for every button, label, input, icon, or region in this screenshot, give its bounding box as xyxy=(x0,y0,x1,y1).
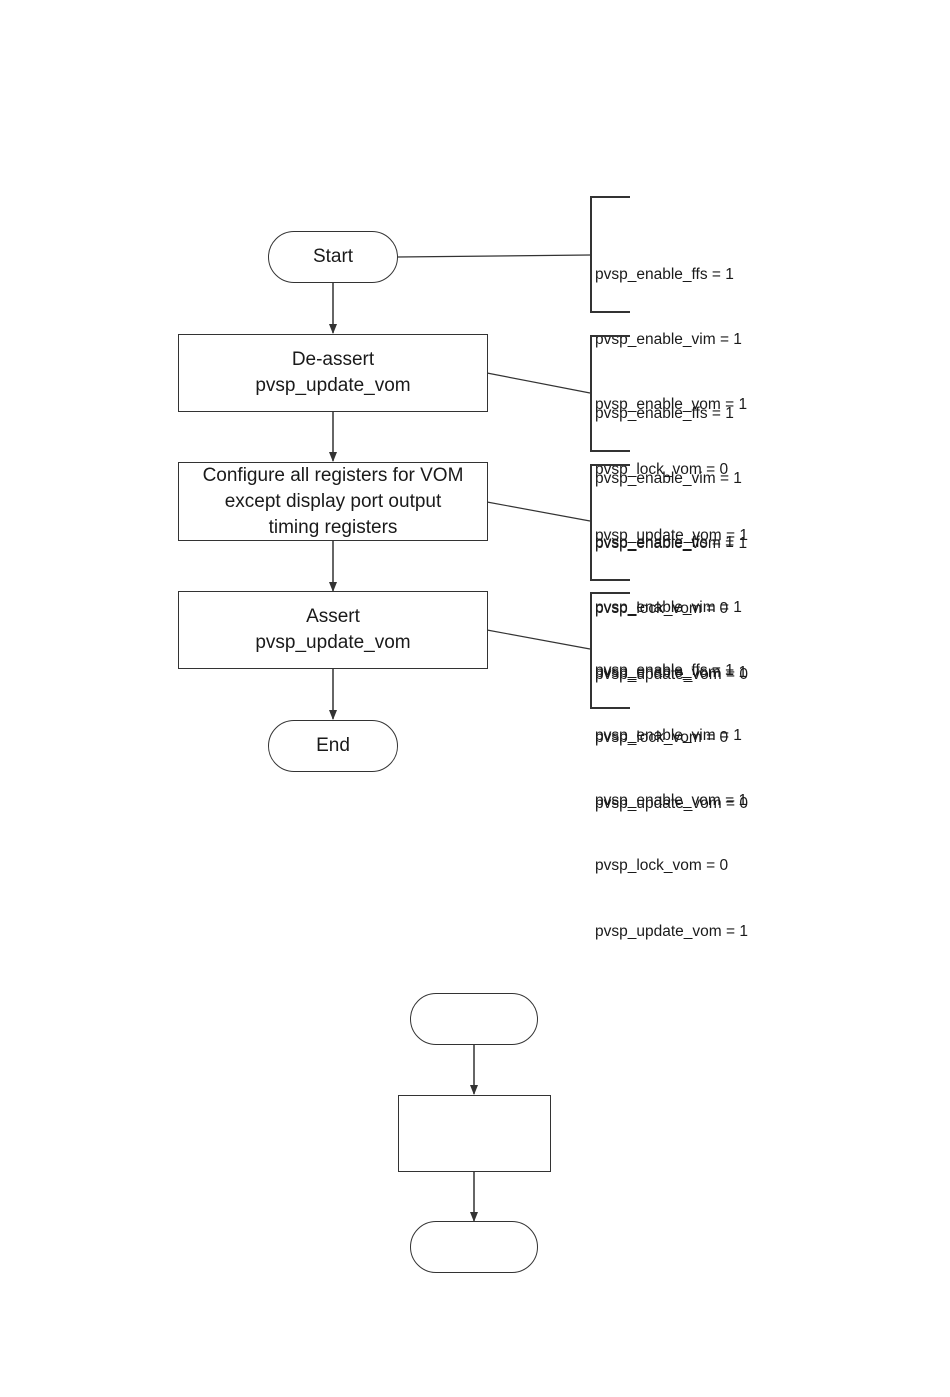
register-note-assert: pvsp_enable_ffs = 1 pvsp_enable_vim = 1 … xyxy=(590,592,748,940)
note-line: pvsp_enable_vom = 1 xyxy=(595,535,748,553)
note-line: pvsp_enable_ffs = 1 xyxy=(595,266,734,284)
register-note-start: pvsp_enable_ffs = 1 pvsp_enable_vim = 1 … xyxy=(590,196,748,544)
template-process-box xyxy=(398,1095,551,1172)
template-start-terminal xyxy=(410,993,538,1045)
configure-line-1: Configure all registers for VOM xyxy=(202,464,464,486)
assert-line-2: pvsp_update_vom xyxy=(255,632,411,653)
register-note-configure: pvsp_enable_ffs = 1 pvsp_enable_vim = 1 … xyxy=(590,464,748,812)
assert-step: Assert pvsp_update_vom xyxy=(178,591,488,669)
assert-line-1: Assert xyxy=(306,606,360,627)
leader-step2 xyxy=(486,501,591,522)
deassert-line-1: De-assert xyxy=(291,349,375,370)
end-label: End xyxy=(316,735,350,756)
note-line: pvsp_lock_vom = 0 xyxy=(595,600,729,618)
leader-step1 xyxy=(486,372,591,394)
start-label: Start xyxy=(312,246,354,267)
note-line: pvsp_enable_vom = 1 xyxy=(595,664,748,682)
note-line: pvsp_enable_vim = 1 xyxy=(595,727,742,745)
start-terminal: Start xyxy=(268,231,398,283)
leader-step3 xyxy=(486,629,591,650)
note-line: pvsp_update_vom = 0 xyxy=(595,794,748,812)
note-line: pvsp_enable_vim = 1 xyxy=(595,470,742,488)
configure-step: Configure all registers for VOM except d… xyxy=(178,462,488,541)
deassert-line-2: pvsp_update_vom xyxy=(255,375,411,396)
note-line: pvsp_enable_ffs = 1 xyxy=(595,662,734,680)
note-line: pvsp_enable_vom = 1 xyxy=(595,792,748,810)
note-line: pvsp_lock_vom = 0 xyxy=(595,729,729,747)
note-line: pvsp_enable_vim = 1 xyxy=(595,599,742,617)
note-line: pvsp_enable_ffs = 1 xyxy=(595,534,734,552)
note-line: pvsp_update_vom = 1 xyxy=(595,922,748,940)
register-note-deassert: pvsp_enable_ffs = 1 pvsp_enable_vim = 1 … xyxy=(590,335,748,683)
deassert-step: De-assert pvsp_update_vom xyxy=(178,334,488,412)
configure-line-3: timing registers xyxy=(268,516,398,538)
note-line: pvsp_enable_ffs = 1 xyxy=(595,405,734,423)
template-end-terminal xyxy=(410,1221,538,1273)
note-line: pvsp_update_vom = 0 xyxy=(595,665,748,683)
note-line: pvsp_enable_vom = 1 xyxy=(595,396,748,414)
configure-line-2: except display port output xyxy=(224,490,442,512)
end-terminal: End xyxy=(268,720,398,772)
leader-start xyxy=(396,254,591,258)
note-line: pvsp_lock_vom = 0 xyxy=(595,857,729,875)
note-line: pvsp_update_vom = 1 xyxy=(595,526,748,544)
